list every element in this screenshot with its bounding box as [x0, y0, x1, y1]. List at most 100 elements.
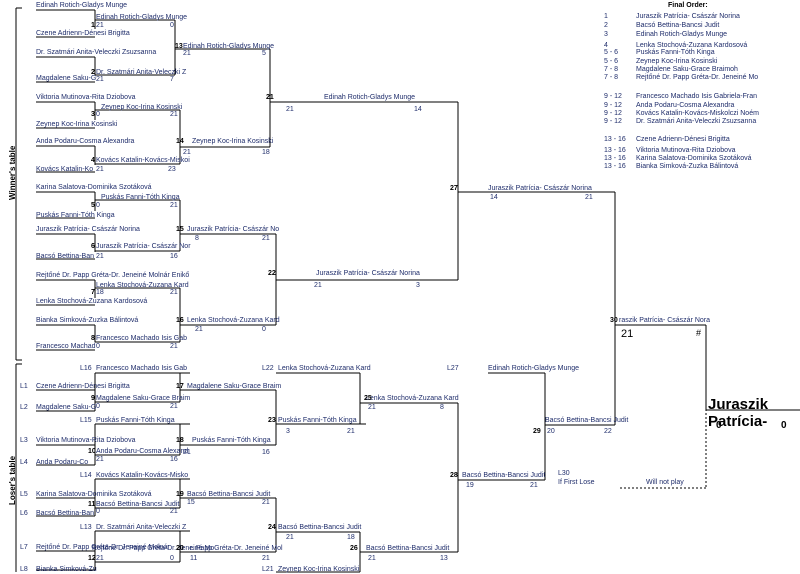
bracket-entry: Bacsó Bettina-Ban	[36, 510, 94, 517]
bracket-entry: Juraszik Patrícia- Császár Norina	[488, 185, 592, 192]
bracket-entry: 21	[368, 555, 376, 562]
bracket-entry: Karina Salatova-Dominika Szotáková	[36, 491, 152, 498]
match-number: 18	[176, 437, 184, 444]
bracket-entry: 0	[170, 555, 174, 562]
match-number: 2	[91, 69, 95, 76]
bracket-entry: Bacsó Bettina-Bancsi Judit	[545, 417, 629, 424]
bracket-entry: 21	[96, 166, 104, 173]
bracket-entry: Francesco Machado Isis Gab	[96, 335, 188, 342]
final-order-team: Lenka Stochová-Zuzana Kardosová	[636, 42, 748, 49]
bracket-entry: 0	[170, 22, 174, 29]
final-order-team: Kovács Katalin-Kovács-Miskolczi Noém	[636, 110, 759, 117]
final-order-team: Anda Podaru-Cosma Alexandra	[636, 102, 735, 109]
bracket-entry: 8	[195, 235, 199, 242]
bracket-entry: Karina Salatova-Dominika Szotáková	[36, 184, 152, 191]
match-number: 30	[610, 317, 618, 324]
loser-slot-label: L4	[20, 459, 28, 466]
bracket-entry: Puskás Fanni-Tóth Kinga	[278, 417, 357, 424]
bracket-entry: 21	[195, 326, 203, 333]
bracket-entry: Viktoria Mutinova-Rita Dziobova	[36, 437, 136, 444]
match-number: 14	[176, 138, 184, 145]
bracket-entry: Edinah Rotich-Gladys Munge	[96, 14, 188, 21]
final-order-rank: 3	[604, 31, 608, 38]
loser-slot-label: L7	[20, 544, 28, 551]
final-order-rank: 5 - 6	[604, 49, 619, 56]
bracket-entry: 19	[466, 482, 474, 489]
bracket-entry: 21	[262, 235, 270, 242]
bracket-entry: Juraszik Patrícia- Császár Norina	[36, 226, 140, 233]
bracket-entry: Bacsó Bettina-Bancsi Judit	[187, 491, 271, 498]
final-score-left: 21	[621, 328, 634, 340]
bracket-entry: Juraszik Patrícia- Császár Norina	[316, 270, 420, 277]
match-number: 22	[268, 270, 276, 277]
match-number: 29	[533, 428, 541, 435]
bracket-entry: Puskás Fanni-Tóth Kinga	[192, 437, 271, 444]
bracket-entry: Bacsó Bettina-Bancsi Judit	[462, 472, 546, 479]
bracket-entry: Anda Podaru-Co	[36, 459, 89, 466]
bracket-entry: 7	[170, 76, 174, 83]
bracket-entry: Rejtőné Dr. Papp Gréta-Dr. Jeneiné Mo	[92, 545, 215, 552]
bracket-entry: 21	[262, 499, 270, 506]
bracket-entry: r. Papp Gréta-Dr. Jeneiné Mol	[190, 545, 283, 552]
match-number: 11	[88, 501, 96, 508]
match-number: 20	[176, 545, 184, 552]
loser-slot-label: L16	[80, 365, 92, 372]
final-order-rank: 13 - 16	[604, 163, 626, 170]
bracket-entry: 21	[96, 253, 104, 260]
match-number: 7	[91, 289, 95, 296]
bracket-entry: 21	[96, 456, 104, 463]
match-number: 6	[91, 243, 95, 250]
final-order-team: Rejtőné Dr. Papp Gréta-Dr. Jeneiné Mo	[636, 74, 759, 81]
loser-slot-label: L22	[262, 365, 274, 372]
final-order-team: Bacsó Bettina-Bancsi Judit	[636, 22, 720, 29]
bracket-entry: 21	[347, 428, 355, 435]
bracket-entry: Edinah Rotich-Gladys Munge	[488, 365, 580, 372]
bracket-entry: Bacsó Bettina-Bancsi Judit	[278, 524, 362, 531]
bracket-entry: 21	[183, 449, 191, 456]
bracket-entry: 21	[170, 508, 178, 515]
final-order-rank: 4	[604, 42, 608, 49]
bracket-entry: 21	[170, 111, 178, 118]
bracket-entry: Edinah Rotich-Gladys Munge	[183, 43, 275, 50]
loser-slot-label: L15	[80, 417, 92, 424]
bracket-entry: Magdalene Saku-G	[36, 404, 97, 411]
final-order-rank: 13 - 16	[604, 147, 626, 154]
match-number: 23	[268, 417, 276, 424]
bracket-entry: Lenka Stochová-Zuzana Kardosová	[36, 298, 148, 305]
bracket-entry: Czene Adrienn-Dénesi Brigitta	[36, 30, 130, 37]
bracket-entry: Bianka Simková-Zuzka Bálintová	[36, 317, 139, 324]
final-order-team: Karina Salatova-Dominika Szotáková	[636, 155, 752, 162]
bracket-entry: 21	[170, 202, 178, 209]
bracket-entry: Lenka Stochová-Zuzana Kard	[96, 282, 189, 289]
final-order-rank: 13 - 16	[604, 136, 626, 143]
bracket-entry: 21	[183, 50, 191, 57]
bracket-entry: Puskás Fanni-Tóth Kinga	[96, 417, 175, 424]
match-number: 9	[91, 395, 95, 402]
bracket-entry: 21	[170, 403, 178, 410]
final-order-rank: 7 - 8	[604, 66, 619, 73]
final-order-rank: 2	[604, 22, 608, 29]
final-order-rank: 13 - 16	[604, 155, 626, 162]
loser-slot-label: L27	[447, 365, 459, 372]
bracket-entry: 20	[547, 428, 555, 435]
final-score-right: #	[696, 328, 702, 338]
bracket-entry: Puskás Fanni-Tóth Kinga	[36, 212, 115, 219]
bracket-entry: Anda Podaru-Cosma Alexandra	[36, 138, 135, 145]
final-order-team: Dr. Szatmári Anita-Veleczki Zsuzsanna	[636, 118, 757, 125]
bracket-entry: 21	[170, 289, 178, 296]
bracket-entry: Francesco Machad	[36, 343, 96, 350]
champion-name: Juraszik Patrícia-	[708, 396, 769, 430]
match-number: 24	[268, 524, 276, 531]
bracket-entry: 18	[96, 289, 104, 296]
match-number: 5	[91, 202, 95, 209]
bracket-entry: 0	[96, 202, 100, 209]
loser-slot-label: L5	[20, 491, 28, 498]
bracket-entry: Bacsó Bettina-Bancsi Judit	[96, 501, 180, 508]
final-order-team: Zeynep Koc-Irina Kosinski	[636, 58, 718, 65]
bracket-entry: Zeynep Koc-Irina Kosinski	[36, 121, 118, 128]
bracket-entry: 14	[490, 194, 498, 201]
bracket-entry: Dr. Szatmári Anita-Veleczki Zsuzsanna	[36, 49, 157, 56]
bracket-entry: 13	[440, 555, 448, 562]
bracket-entry: 3	[286, 428, 290, 435]
